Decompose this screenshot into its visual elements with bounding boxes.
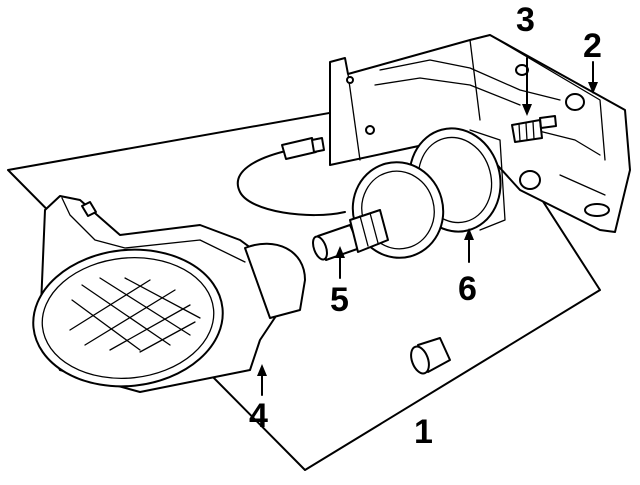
callout-6: 6 bbox=[458, 270, 477, 308]
wiring-harness bbox=[237, 137, 346, 217]
callout-3: 3 bbox=[516, 1, 535, 39]
callout-5: 5 bbox=[330, 281, 349, 319]
leader-lines bbox=[257, 57, 598, 396]
lamp-housing bbox=[32, 195, 306, 393]
grommet bbox=[410, 337, 451, 375]
bulb bbox=[312, 209, 389, 261]
lens-pattern bbox=[69, 277, 201, 353]
callout-2: 2 bbox=[583, 27, 602, 65]
callout-1: 1 bbox=[414, 413, 433, 451]
screw bbox=[511, 115, 557, 143]
callout-4: 4 bbox=[249, 397, 268, 435]
